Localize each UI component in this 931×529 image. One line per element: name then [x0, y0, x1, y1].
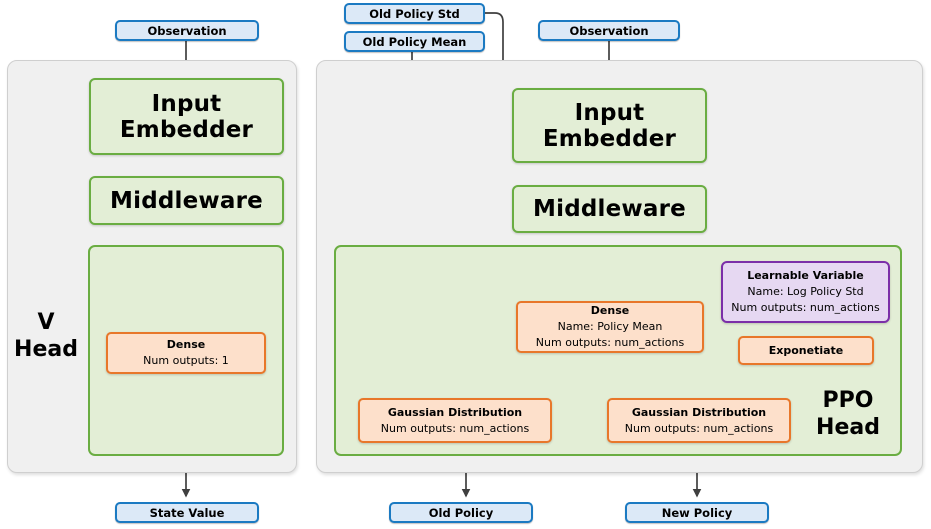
output-state-value-label: State Value: [149, 505, 225, 520]
ppo-head-label-line1: PPO: [822, 388, 874, 413]
ppo-learnable-variable[interactable]: Learnable Variable Name: Log Policy Std …: [721, 261, 890, 323]
ppo-gaussian-old-outputs: Num outputs: num_actions: [380, 421, 530, 435]
input-old-policy-mean-label: Old Policy Mean: [362, 34, 467, 49]
ppo-exponentiate[interactable]: Exponetiate: [738, 336, 874, 365]
output-old-policy-label: Old Policy: [428, 505, 494, 520]
output-new-policy-label: New Policy: [661, 505, 733, 520]
ppo-gaussian-new-title: Gaussian Distribution: [631, 405, 767, 419]
ppo-gaussian-new-outputs: Num outputs: num_actions: [624, 421, 774, 435]
output-state-value[interactable]: State Value: [115, 502, 259, 523]
input-old-policy-std[interactable]: Old Policy Std: [344, 3, 485, 24]
ppo-dense-name: Name: Policy Mean: [557, 320, 663, 334]
v-input-embedder[interactable]: Input Embedder: [89, 78, 284, 155]
output-old-policy[interactable]: Old Policy: [389, 502, 533, 523]
v-dense-block[interactable]: Dense Num outputs: 1: [106, 332, 266, 374]
v-head-label-line1: V: [37, 310, 55, 335]
input-observation-v-label: Observation: [147, 23, 227, 38]
ppo-input-embedder[interactable]: Input Embedder: [512, 88, 707, 163]
ppo-learnable-variable-outputs: Num outputs: num_actions: [731, 300, 880, 314]
v-middleware[interactable]: Middleware: [89, 176, 284, 225]
ppo-head-label-line2: Head: [816, 414, 880, 440]
input-old-policy-std-label: Old Policy Std: [369, 6, 460, 21]
ppo-dense-title: Dense: [590, 304, 630, 318]
ppo-middleware[interactable]: Middleware: [512, 185, 707, 233]
v-input-embedder-label: Input Embedder: [119, 90, 254, 143]
input-observation-ppo-label: Observation: [569, 23, 649, 38]
ppo-dense-outputs: Num outputs: num_actions: [535, 335, 685, 349]
input-observation-ppo[interactable]: Observation: [538, 20, 680, 41]
ppo-learnable-variable-title: Learnable Variable: [747, 269, 864, 283]
ppo-input-embedder-label: Input Embedder: [542, 99, 677, 152]
ppo-gaussian-distribution-old[interactable]: Gaussian Distribution Num outputs: num_a…: [358, 398, 552, 443]
ppo-middleware-label: Middleware: [533, 196, 686, 222]
v-dense-outputs: Num outputs: 1: [143, 354, 229, 367]
ppo-gaussian-distribution-new[interactable]: Gaussian Distribution Num outputs: num_a…: [607, 398, 791, 443]
input-observation-v[interactable]: Observation: [115, 20, 259, 41]
v-head-label-line2: Head: [14, 336, 78, 362]
output-new-policy[interactable]: New Policy: [625, 502, 769, 523]
v-head-label: V Head: [8, 310, 84, 364]
ppo-head-label: PPO Head: [800, 388, 896, 442]
ppo-dense-policy-mean[interactable]: Dense Name: Policy Mean Num outputs: num…: [516, 301, 704, 353]
ppo-learnable-variable-name: Name: Log Policy Std: [747, 285, 864, 299]
ppo-gaussian-old-title: Gaussian Distribution: [387, 405, 523, 419]
v-dense-title: Dense: [166, 338, 206, 352]
ppo-exponentiate-title: Exponetiate: [768, 343, 844, 357]
v-middleware-label: Middleware: [110, 187, 263, 214]
input-old-policy-mean[interactable]: Old Policy Mean: [344, 31, 485, 52]
